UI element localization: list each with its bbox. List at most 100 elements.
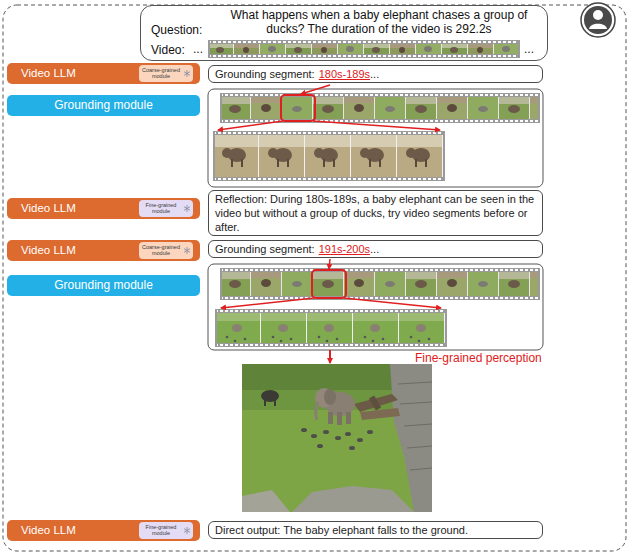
video-llm-box: Video LLMFine-grained module: [7, 520, 200, 541]
segment-strip-part: [215, 178, 443, 180]
user-icon: [581, 3, 615, 37]
video-strip-part: [222, 97, 538, 119]
outer-frame: [3, 5, 626, 551]
video-llm-box: Video LLM Coarse-grained module: [7, 240, 200, 261]
segment-text: ...: [370, 68, 379, 80]
frame-photo-part-part: [311, 434, 317, 438]
user-icon-part: [581, 3, 615, 37]
frame-photo-part-part: [301, 428, 307, 432]
pointer-arrow: [301, 85, 330, 94]
selected-segment: [312, 270, 346, 298]
segment-text: 191s-200s: [319, 243, 370, 255]
video-strip-part: [222, 269, 538, 271]
segment-strip-part: [215, 135, 443, 177]
frame-photo-part: [301, 428, 373, 450]
frame-photo-part-part: [357, 438, 363, 442]
video-strip-part: [220, 268, 540, 300]
video-strip-part: [222, 297, 538, 299]
module-name: Grounding module: [54, 278, 153, 292]
text-output-box: Direct output: The baby elephant falls t…: [208, 521, 543, 539]
zoom-arrow: [218, 121, 283, 130]
frame-photo-part: [274, 400, 276, 406]
frame-photo-part: [328, 412, 333, 424]
video-strip: [220, 268, 540, 300]
selected-segment: [281, 95, 315, 121]
fine-module-badge: Fine-grained module: [139, 200, 193, 217]
frame-photo-part: [390, 364, 432, 512]
ellipsis-label: ...: [524, 42, 534, 56]
module-name: Coarse-grained module: [141, 68, 181, 80]
frame-photo-part-part: [367, 430, 373, 434]
frame-photo-part: [261, 390, 279, 402]
segment-strip: [213, 131, 445, 181]
segment-strip: [215, 309, 447, 347]
video-strip: [220, 93, 540, 123]
segment-strip-part: [215, 132, 443, 134]
frame-photo-part: [264, 400, 266, 406]
segment-text: ...: [370, 243, 379, 255]
segment-strip-part: [215, 309, 447, 347]
zoom-arrow: [344, 298, 441, 308]
ellipsis-label: ...: [193, 42, 203, 56]
coarse-module-badge: Coarse-grained module: [139, 242, 193, 259]
frame-photo-part: [316, 402, 318, 420]
frame-photo-part-part: [345, 432, 351, 436]
user-icon-part: [584, 6, 612, 34]
perception-arrow: [329, 350, 331, 363]
module-name: Grounding module: [54, 98, 153, 112]
video-strip-part: [208, 40, 520, 58]
frame-photo-part-part: [317, 444, 323, 448]
frame-photo-part: [369, 395, 381, 410]
frame-photo-part: [360, 408, 400, 420]
segment-text: Grounding segment:: [215, 243, 315, 255]
frame-photo-part: [242, 364, 432, 512]
model-name: Video LLM: [21, 202, 76, 214]
grounding-module-box: Grounding module: [7, 95, 200, 116]
module-name: Fine-grained module: [141, 525, 181, 537]
zoom-arrow: [313, 121, 440, 130]
video-strip-part: [222, 272, 538, 296]
grounding-panel: [208, 89, 543, 187]
frame-photo-part: [242, 490, 290, 512]
question-text: Question:: [151, 23, 202, 37]
question-text: Video:: [151, 43, 185, 57]
video-strip-part: [222, 120, 538, 122]
frame-photo-part: [337, 412, 342, 425]
video-llm-box: Video LLM Fine-grained module: [7, 198, 200, 219]
grounding-segment-box: Grounding segment: 180s-189s...: [208, 65, 543, 83]
video-llm-box: Video LLM Coarse-grained module: [7, 63, 200, 84]
annotation-label: Fine-grained perception: [415, 351, 542, 365]
video-strip-part: [210, 44, 518, 54]
segment-strip-part: [213, 131, 445, 181]
pointer-arrow: [329, 259, 330, 269]
coarse-module-badge: Coarse-grained module: [139, 65, 193, 82]
video-strip-part: [222, 94, 538, 96]
video-strip: [208, 40, 520, 58]
segment-strip-part: [217, 310, 445, 312]
frame-photo-part-part: [349, 446, 355, 450]
frame-photo-part: [324, 389, 336, 405]
text-output-box: Reflection: During 180s-189s, a baby ele…: [208, 190, 543, 236]
fine-module-badge: Fine-grained module: [139, 522, 193, 539]
segment-text: 180s-189s: [319, 68, 370, 80]
grounding-panel: [208, 264, 543, 350]
video-strip-part: [210, 55, 518, 57]
frame-photo-part-part: [323, 430, 329, 434]
video-strip-part: [210, 41, 518, 43]
grounding-module-box: Grounding module: [7, 275, 200, 296]
grounding-segment-box: Grounding segment: 191s-200s...: [208, 240, 543, 258]
module-name: Coarse-grained module: [141, 245, 181, 257]
user-icon-part: [593, 10, 603, 20]
model-name: Video LLM: [21, 244, 76, 256]
segment-strip-part: [217, 313, 445, 343]
segment-text: Grounding segment:: [215, 68, 315, 80]
user-icon-part: [589, 24, 607, 29]
segment-strip-part: [217, 344, 445, 346]
model-name: Video LLM: [21, 67, 76, 79]
frame-photo: [242, 364, 432, 512]
frame-photo-part: [398, 382, 432, 470]
zoom-arrow: [221, 298, 314, 308]
frame-photo-part: [346, 412, 351, 424]
question-text: What happens when a baby elephant chases…: [219, 8, 539, 36]
